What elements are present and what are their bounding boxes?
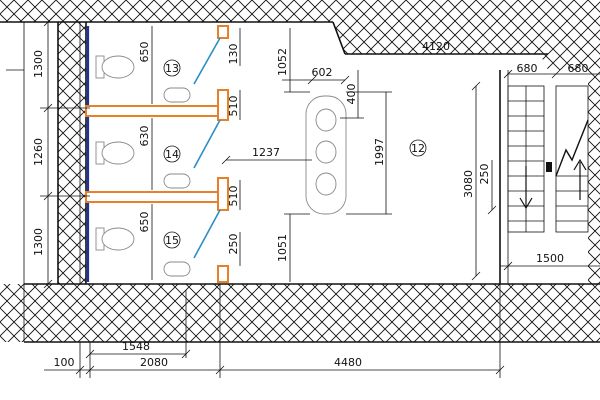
partitions <box>85 25 229 283</box>
toilet-bowl-15 <box>101 227 135 251</box>
dimension-labels: 1300 1260 1300 650 630 650 130 510 510 2… <box>32 40 589 369</box>
stall-doors <box>193 37 221 259</box>
stair-post <box>546 162 552 172</box>
dim-510-a: 510 <box>227 96 240 117</box>
dim-680-b: 680 <box>568 62 589 75</box>
toilet-bowl-14 <box>101 141 135 165</box>
stair-arrow-icon <box>519 166 533 210</box>
basin-3 <box>315 172 337 196</box>
room-13-circle <box>163 59 181 77</box>
stair-break-line <box>555 119 589 177</box>
dim-1260: 1260 <box>32 138 45 166</box>
left-wall <box>58 22 86 284</box>
dim-100: 100 <box>54 356 75 369</box>
dim-250-left: 250 <box>227 234 240 255</box>
door-14 <box>193 119 221 169</box>
dim-680-a: 680 <box>517 62 538 75</box>
dim-1500: 1500 <box>536 252 564 265</box>
room-15-label: 15 <box>165 234 179 247</box>
stair-up-arrow-icon <box>573 158 587 200</box>
room-13-label: 13 <box>165 62 179 75</box>
floor-drain-13 <box>163 87 191 103</box>
floor-drain-15 <box>163 261 191 277</box>
stair <box>507 85 589 233</box>
bottom-wall <box>0 284 600 342</box>
dim-4480: 4480 <box>334 356 362 369</box>
floor-drain-14 <box>163 173 191 189</box>
room-14-label: 14 <box>165 148 179 161</box>
dim-650-bottom: 650 <box>138 212 151 233</box>
partition-1 <box>85 105 219 117</box>
room-15-circle <box>163 231 181 249</box>
dim-650-top: 650 <box>138 42 151 63</box>
toilet-bowl-13 <box>101 55 135 79</box>
basin-1 <box>315 108 337 132</box>
fixtures <box>95 55 347 277</box>
dimension-lines <box>6 17 600 378</box>
dim-400: 400 <box>345 84 358 105</box>
dim-250-right: 250 <box>478 164 491 185</box>
dim-4120: 4120 <box>422 40 450 53</box>
dim-1051: 1051 <box>276 234 289 262</box>
door-15 <box>193 209 221 259</box>
room-12-circle <box>409 139 427 157</box>
partition-top-cap <box>217 25 229 39</box>
dim-510-b: 510 <box>227 186 240 207</box>
dim-1548: 1548 <box>122 340 150 353</box>
partition-1-post <box>217 89 229 121</box>
stair-flight-right <box>555 85 589 233</box>
hatched-walls <box>0 0 600 342</box>
dim-1997: 1997 <box>373 138 386 166</box>
partition-bottom-cap <box>217 265 229 283</box>
partition-2-post <box>217 177 229 211</box>
dim-2080: 2080 <box>140 356 168 369</box>
dim-1300-bottom: 1300 <box>32 228 45 256</box>
dim-3080: 3080 <box>462 170 475 198</box>
room-14-circle <box>163 145 181 163</box>
right-wall <box>588 70 600 284</box>
room-12-label: 12 <box>411 142 425 155</box>
dim-1052: 1052 <box>276 48 289 76</box>
dim-1300-top: 1300 <box>32 50 45 78</box>
partition-2 <box>85 191 219 203</box>
dim-602: 602 <box>312 66 333 79</box>
room-markers: 13 14 15 12 <box>163 59 427 249</box>
dim-1237: 1237 <box>252 146 280 159</box>
door-13 <box>193 37 221 85</box>
wall-jog <box>332 21 346 55</box>
dim-130: 130 <box>227 44 240 65</box>
basin-2 <box>315 140 337 164</box>
top-wall-left <box>0 0 600 70</box>
dim-630: 630 <box>138 126 151 147</box>
